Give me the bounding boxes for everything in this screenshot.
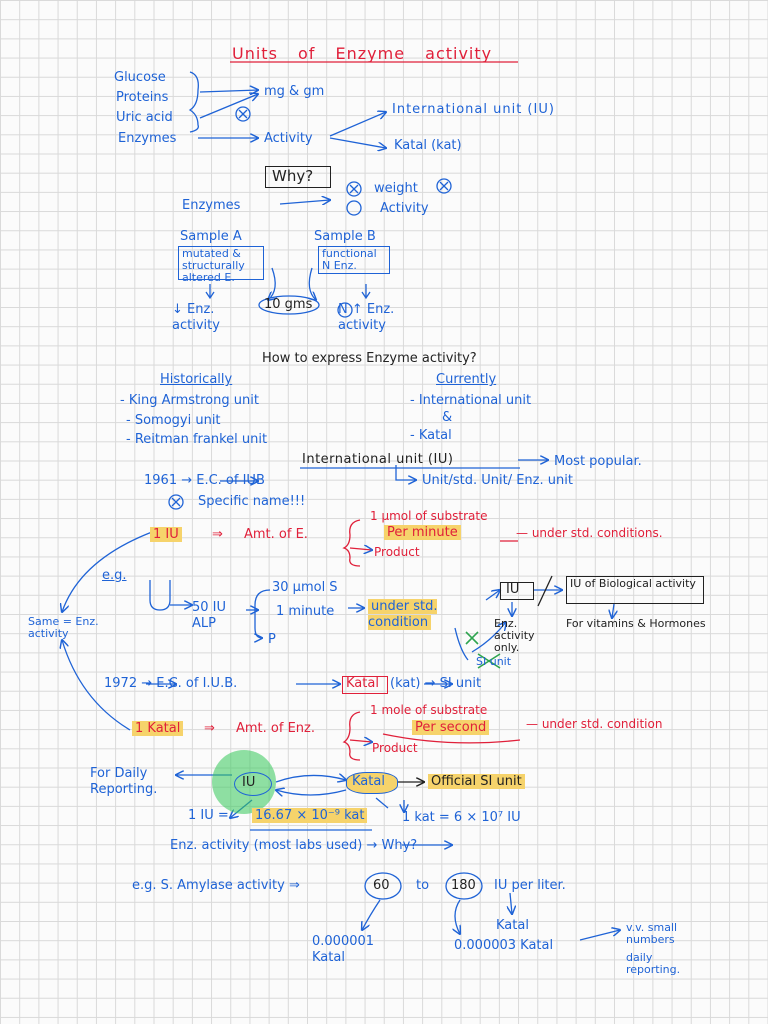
conv-2: 1 kat = 6 × 10⁷ IU: [402, 810, 521, 825]
sample-a-title: Sample A: [180, 229, 242, 244]
iu-def-3: Product: [374, 545, 420, 559]
katal-def-left-text: 1 Katal: [132, 721, 184, 736]
vitamins-label: For vitamins & Hormones: [566, 617, 706, 630]
iu-small-box-label: IU: [506, 582, 520, 597]
example-v2: 180: [451, 878, 476, 893]
page-title: Units of Enzyme activity: [232, 44, 493, 63]
example-note: v.v. small numbers: [626, 921, 678, 946]
iu-def-mid: Amt. of E.: [244, 527, 308, 542]
sample-b-body: functional N Enz.: [322, 247, 377, 272]
enzymes-label: Enzymes: [118, 131, 177, 146]
katal-year: 1972 → E.C. of I.U.B.: [104, 676, 238, 691]
sample-weight: 10 gms: [264, 297, 313, 312]
historically-heading: Historically: [160, 372, 233, 387]
iu-def-arrow: ⇒: [212, 527, 223, 542]
katal-def-arrow: ⇒: [204, 721, 215, 736]
katal-def-left: 1 Katal: [132, 721, 184, 737]
eg-under-cond: under std. condition: [368, 599, 468, 631]
iu-small-box: [500, 582, 534, 600]
katal-label: Katal (kat): [394, 138, 462, 153]
iu-year: 1961 → E.C. of IUB: [144, 473, 265, 488]
example-katal: Katal: [496, 918, 529, 933]
katal-def-1: 1 mole of substrate: [370, 703, 488, 717]
eg-30-umol: 30 µmol S: [272, 580, 338, 595]
iu-most-popular: Most popular.: [554, 454, 642, 469]
katal-def-3: Product: [372, 741, 418, 755]
sample-a-result: ↓ Enz. activity: [172, 302, 220, 333]
official-si: Official SI unit: [428, 774, 525, 790]
input-glucose: Glucose: [114, 70, 166, 85]
sample-a-body: mutated & structurally altered E.: [182, 247, 245, 284]
bio-label: IU of Biological activity: [570, 577, 696, 590]
iu-no-name: Specific name!!!: [198, 494, 306, 509]
si-unit-label: SI unit: [476, 655, 512, 668]
iu-def-2: Per minute: [384, 525, 461, 541]
sample-b-result: N ↑ Enz. activity: [338, 302, 395, 333]
same-label: Same = Enz. activity: [28, 615, 99, 640]
express-question: How to express Enzyme activity?: [262, 351, 477, 366]
conv-1-b: 16.67 × 10⁻⁹ kat: [252, 808, 368, 824]
sample-a-box: [178, 246, 264, 280]
why-activity: Activity: [380, 201, 429, 216]
iu-def-2-text: Per minute: [384, 525, 461, 540]
katal-box-label: Katal: [346, 676, 379, 691]
official-si-text: Official SI unit: [428, 774, 525, 789]
why-enzymes: Enzymes: [182, 198, 241, 213]
example-v1: 60: [373, 878, 390, 893]
eg-label: e.g.: [102, 568, 127, 583]
input-uric-acid: Uric acid: [116, 110, 173, 125]
eg-alp: 50 IU ALP: [192, 600, 227, 631]
iu-def-left: 1 IU: [150, 527, 182, 543]
activity-label: Activity: [264, 131, 313, 146]
eg-1-minute: 1 minute: [276, 604, 335, 619]
example-unit: IU per liter.: [494, 878, 566, 893]
katal-box-red: [342, 676, 388, 694]
katal-def-2: Per second: [412, 720, 490, 736]
iu-label: International unit (IU): [392, 102, 555, 117]
katal-circle-label: Katal: [352, 774, 385, 789]
daily-reporting: For Daily Reporting.: [90, 766, 158, 797]
katal-def-cond: — under std. condition: [526, 717, 663, 731]
why-label: Why?: [272, 167, 314, 185]
conv-1-b-text: 16.67 × 10⁻⁹ kat: [252, 808, 368, 823]
hist-item-3: - Reitman frankel unit: [126, 432, 268, 447]
bio-box: [566, 576, 704, 604]
iu-def-1: 1 µmol of substrate: [370, 509, 488, 523]
sample-b-title: Sample B: [314, 229, 376, 244]
why-weight: weight: [374, 181, 418, 196]
example-r1: 0.000001 Katal: [312, 934, 375, 965]
eg-p: P: [268, 632, 276, 647]
curr-item-3: - Katal: [410, 428, 452, 443]
hist-item-2: - Somogyi unit: [126, 413, 221, 428]
example-line: e.g. S. Amylase activity ⇒: [132, 878, 300, 893]
sample-b-box: [318, 246, 390, 274]
katal-def-mid: Amt. of Enz.: [236, 721, 315, 736]
iu-circle-label: IU: [242, 775, 256, 790]
example-r2: 0.000003 Katal: [454, 938, 554, 953]
example-note-2: daily reporting.: [626, 951, 681, 976]
katal-def-2-text: Per second: [412, 720, 490, 735]
curr-item-2: &: [442, 410, 453, 425]
curr-item-1: - International unit: [410, 393, 532, 408]
katal-circle: [346, 772, 398, 794]
mg-gm-label: mg & gm: [264, 84, 325, 99]
enz-only: Enz. activity only.: [494, 617, 535, 654]
currently-heading: Currently: [436, 372, 497, 387]
iu-synonyms: Unit/std. Unit/ Enz. unit: [422, 473, 573, 488]
conv-1-a: 1 IU =: [188, 808, 229, 823]
example-to: to: [416, 878, 430, 893]
input-proteins: Proteins: [116, 90, 169, 105]
katal-kat: (kat) → SI unit: [390, 676, 482, 691]
iu-header: International unit (IU): [302, 452, 454, 467]
iu-circle: [234, 772, 272, 796]
iu-def-left-text: 1 IU: [150, 527, 182, 542]
iu-def-cond: — under std. conditions.: [516, 526, 663, 540]
hist-item-1: - King Armstrong unit: [120, 393, 259, 408]
eg-under-cond-text: under std. condition: [368, 599, 438, 630]
why-box: [265, 166, 331, 188]
labs-used: Enz. activity (most labs used) → Why?: [170, 838, 418, 853]
